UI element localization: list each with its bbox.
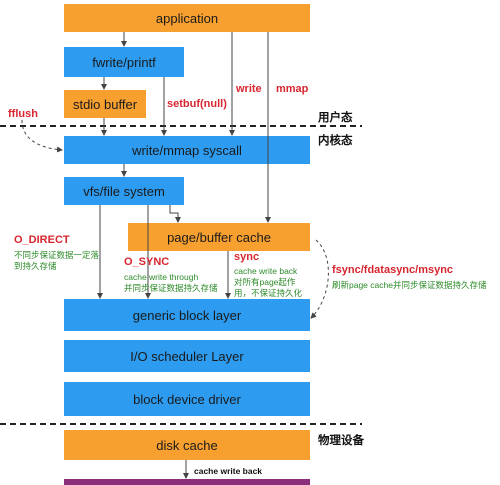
write-label: write (236, 83, 262, 95)
setbuf-label: setbuf(null) (167, 98, 227, 110)
cache-write-back-label: cache write back (194, 466, 263, 476)
user-space-label: 用户态 (318, 112, 353, 124)
disk-cache-box: disk cache (64, 430, 310, 460)
mmap-label: mmap (276, 83, 309, 95)
application-box: application (64, 4, 310, 32)
sync-label: sync (234, 251, 260, 263)
o-sync-desc-1: cache write through (124, 272, 199, 282)
fsync-desc: 刷新page cache并同步保证数据持久存储 (332, 280, 487, 290)
o-direct-desc-2: 到持久存储 (14, 261, 57, 271)
sync-desc-1: cache write back (234, 266, 298, 276)
vfs-box: vfs/file system (64, 177, 184, 205)
o-sync-label: O_SYNC (124, 256, 170, 268)
io-scheduler-box: I/O scheduler Layer (64, 340, 310, 372)
syscall-box: write/mmap syscall (64, 136, 310, 164)
o-direct-label: O_DIRECT (14, 234, 70, 246)
kernel-space-label: 内核态 (318, 135, 353, 147)
o-sync-desc-2: 并同步保证数据持久存储 (124, 283, 218, 293)
sync-desc-2: 对所有page起作 (234, 277, 296, 287)
block-device-driver-box: block device driver (64, 382, 310, 416)
physical-device-label: 物理设备 (318, 435, 364, 447)
fwrite-printf-box: fwrite/printf (64, 47, 184, 77)
generic-block-layer-box: generic block layer (64, 299, 310, 331)
storage-bar (64, 479, 310, 485)
page-cache-box: page/buffer cache (128, 223, 310, 251)
o-direct-desc-1: 不同步保证数据一定落 (14, 250, 100, 260)
fflush-label: fflush (8, 108, 38, 120)
fsync-label: fsync/fdatasync/msync (332, 264, 454, 276)
sync-desc-3: 用，不保证持久化 (234, 288, 303, 298)
stdio-buffer-box: stdio buffer (64, 90, 146, 118)
